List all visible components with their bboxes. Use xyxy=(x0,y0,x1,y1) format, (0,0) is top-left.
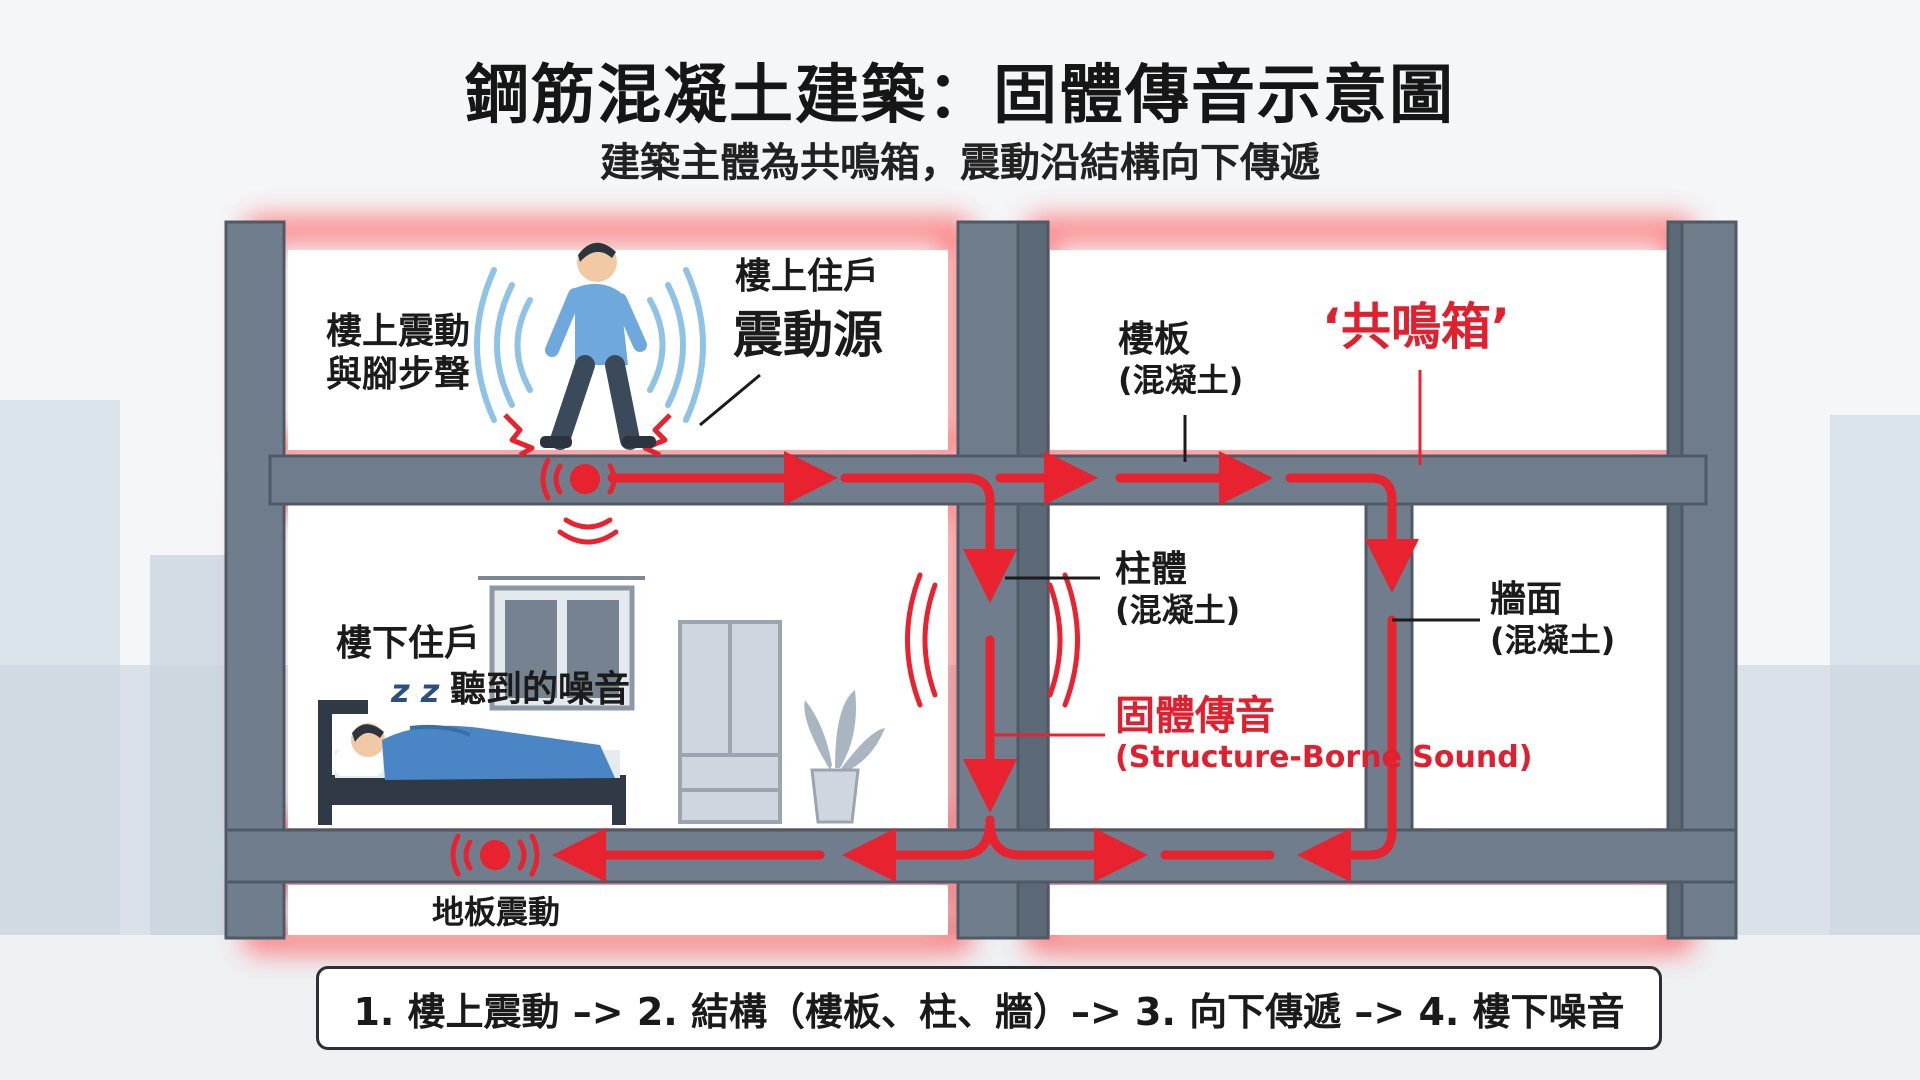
label-pointers xyxy=(699,370,1480,737)
upstairs-vibration-line1: 樓上震動 xyxy=(326,311,471,352)
floor-slab-line1: 樓板 xyxy=(1118,319,1191,360)
wall-line1: 牆面 xyxy=(1490,579,1563,620)
upstairs-vibration-line2: 與腳步聲 xyxy=(326,354,471,396)
vibration-wave-icon xyxy=(450,457,1080,877)
floor-slab-label: 樓板 (混凝土) xyxy=(1118,318,1243,400)
vibration-arrows xyxy=(552,451,1419,882)
impact-point-upper xyxy=(570,464,600,494)
window-icon xyxy=(478,576,645,711)
walking-person-icon xyxy=(540,242,656,450)
heard-noise-label: 聽到的噪音 xyxy=(450,669,631,710)
right-wall-inner xyxy=(1666,220,1684,940)
wardrobe-icon xyxy=(678,620,782,824)
upper-floor-slab xyxy=(268,454,1708,506)
floor-vibration-label: 地板震動 xyxy=(432,893,561,931)
column-line2: (混凝土) xyxy=(1115,591,1241,630)
flow-summary-box: 1. 樓上震動 –> 2. 結構（樓板、柱、牆）–> 3. 向下傳遞 –> 4.… xyxy=(316,966,1662,1050)
left-wall xyxy=(224,220,286,940)
lower-floor-slab xyxy=(224,828,1738,884)
impact-burst-icon xyxy=(503,413,672,458)
page-title: 鋼筋混凝土建築：固體傳音示意圖 xyxy=(465,59,1455,133)
structure-borne-line1: 固體傳音 xyxy=(1115,693,1275,739)
downstairs-resident-label: 樓下住戶 xyxy=(336,623,481,664)
sleeping-person-icon xyxy=(351,723,615,780)
impact-point-lower xyxy=(480,840,510,870)
wall-line2: (混凝土) xyxy=(1490,621,1616,660)
upstairs-resident-label: 樓上住戶 xyxy=(735,256,880,297)
lower-slab-arrow-right xyxy=(985,815,1148,882)
page-subtitle: 建築主體為共鳴箱，震動沿結構向下傳遞 xyxy=(600,140,1320,186)
wall-label: 牆面 (混凝土) xyxy=(1490,578,1615,660)
floor-slab-line2: (混凝土) xyxy=(1118,361,1244,400)
plant-icon xyxy=(804,690,885,824)
slab-arrow-2 xyxy=(840,473,1017,603)
column-line1: 柱體 xyxy=(1115,549,1188,590)
column-label: 柱體 (混凝土) xyxy=(1115,548,1240,630)
bed-icon xyxy=(318,700,626,825)
vibration-source-label: 震動源 xyxy=(733,306,883,364)
upstairs-vibration-label: 樓上震動 與腳步聲 xyxy=(326,310,470,396)
slab-arrow-5 xyxy=(1285,473,1419,593)
structure-borne-line2: (Structure-Borne Sound) xyxy=(1115,740,1533,775)
sound-wave-icon xyxy=(474,267,706,423)
center-column-inner xyxy=(1016,220,1050,940)
wall-arrow xyxy=(1297,615,1397,882)
resonance-box-label: ‘共鳴箱’ xyxy=(1322,298,1510,356)
right-wall xyxy=(1676,220,1738,940)
snore-icon: z z xyxy=(391,672,440,710)
flow-summary-text: 1. 樓上震動 –> 2. 結構（樓板、柱、牆）–> 3. 向下傳遞 –> 4.… xyxy=(353,989,1625,1034)
structure-borne-label: 固體傳音 (Structure-Borne Sound) xyxy=(1115,692,1532,776)
